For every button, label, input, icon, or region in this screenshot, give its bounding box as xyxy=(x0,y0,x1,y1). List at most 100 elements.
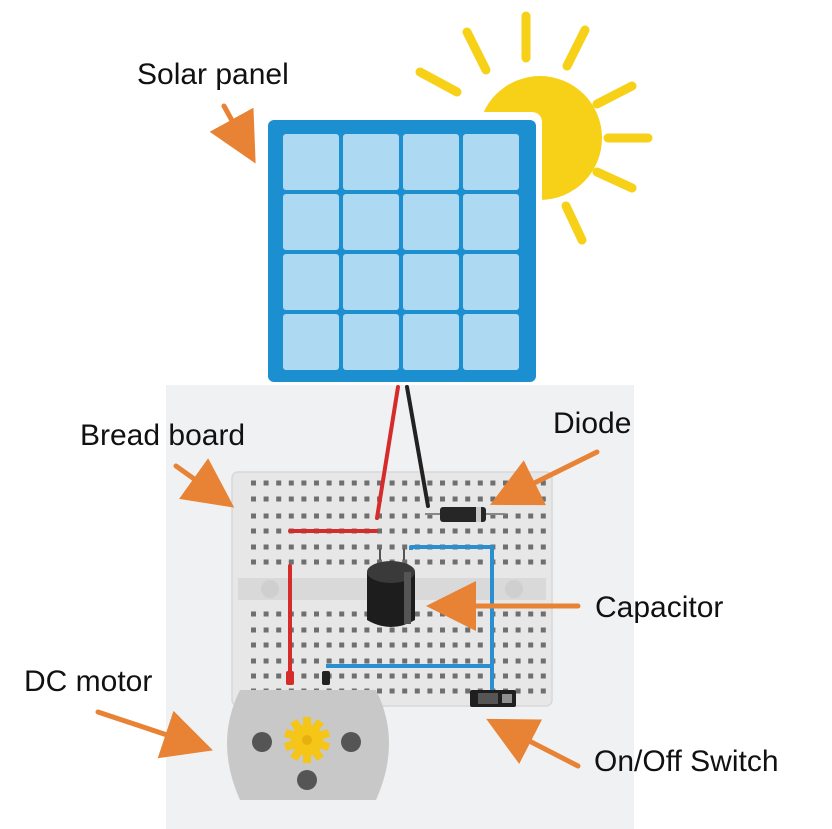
breadboard-hole xyxy=(263,627,269,633)
solar-cell xyxy=(463,134,519,190)
breadboard-hole xyxy=(339,611,345,617)
breadboard-hole xyxy=(477,611,483,617)
breadboard-hole xyxy=(402,528,408,534)
breadboard-hole xyxy=(301,673,307,679)
breadboard-hole xyxy=(301,559,307,565)
breadboard-hole xyxy=(276,627,282,633)
breadboard-hole xyxy=(389,688,395,694)
breadboard-hole xyxy=(528,528,534,534)
black-wire-panel xyxy=(405,385,430,508)
breadboard-hole xyxy=(389,480,395,486)
breadboard-hole xyxy=(452,496,458,502)
breadboard-hole xyxy=(452,627,458,633)
breadboard-hole xyxy=(288,496,294,502)
breadboard-hole xyxy=(440,642,445,648)
breadboard-hole xyxy=(440,673,445,679)
breadboard-hole xyxy=(276,673,282,679)
breadboard-hole xyxy=(301,658,307,664)
breadboard-hole xyxy=(351,627,357,633)
breadboard-hole xyxy=(414,528,420,534)
breadboard-hole xyxy=(515,513,521,519)
breadboard-hole xyxy=(515,544,521,550)
breadboard-hole xyxy=(540,496,546,502)
solar-cell xyxy=(283,314,339,370)
breadboard-hole xyxy=(251,544,256,550)
arrow-bread-board xyxy=(173,458,235,508)
breadboard-hole xyxy=(339,496,345,502)
breadboard-hole xyxy=(452,559,458,565)
solar-panel-icon xyxy=(262,112,542,386)
arrow-dc-motor xyxy=(95,709,213,759)
solar-cell xyxy=(403,194,459,250)
breadboard-hole xyxy=(515,658,521,664)
breadboard-hole xyxy=(402,559,408,565)
breadboard-hole xyxy=(326,513,332,519)
breadboard-hole xyxy=(503,559,508,565)
solar-cell xyxy=(463,194,519,250)
switch-component xyxy=(470,690,516,707)
breadboard-hole xyxy=(314,496,319,502)
breadboard-hole xyxy=(465,673,471,679)
breadboard-hole xyxy=(540,688,546,694)
breadboard-hole xyxy=(440,496,445,502)
breadboard-hole xyxy=(276,559,282,565)
breadboard-hole xyxy=(377,658,382,664)
breadboard-hole xyxy=(364,513,370,519)
breadboard-hole xyxy=(301,480,307,486)
breadboard-hole xyxy=(276,480,282,486)
breadboard-hole xyxy=(477,480,483,486)
breadboard-hole xyxy=(301,627,307,633)
breadboard-hole xyxy=(528,496,534,502)
breadboard-hole xyxy=(528,658,534,664)
breadboard-hole xyxy=(276,658,282,664)
breadboard-hole xyxy=(389,528,395,534)
breadboard-hole xyxy=(377,559,382,565)
solar-cell xyxy=(343,134,399,190)
breadboard-hole xyxy=(301,513,307,519)
breadboard-hole xyxy=(276,544,282,550)
bread-board-label: Bread board xyxy=(80,419,246,452)
breadboard-hole xyxy=(389,513,395,519)
breadboard-hole xyxy=(414,688,420,694)
blue-wire-top xyxy=(409,545,494,690)
breadboard-hole xyxy=(477,559,483,565)
breadboard-hole xyxy=(402,688,408,694)
breadboard-hole xyxy=(251,673,256,679)
breadboard-hole xyxy=(301,611,307,617)
breadboard-hole xyxy=(263,658,269,664)
breadboard-hole xyxy=(528,611,534,617)
breadboard-hole xyxy=(314,673,319,679)
breadboard-hole xyxy=(251,513,256,519)
breadboard-hole xyxy=(351,559,357,565)
breadboard-hole xyxy=(402,673,408,679)
breadboard-hole xyxy=(540,513,546,519)
breadboard-hole xyxy=(263,544,269,550)
breadboard-hole xyxy=(427,627,433,633)
breadboard-hole xyxy=(452,673,458,679)
breadboard-hole xyxy=(364,480,370,486)
breadboard-hole xyxy=(351,544,357,550)
breadboard-hole xyxy=(465,496,471,502)
solar-cell xyxy=(283,254,339,310)
breadboard-hole xyxy=(528,544,534,550)
solar-cell xyxy=(343,314,399,370)
breadboard-hole xyxy=(452,658,458,664)
breadboard-hole xyxy=(263,480,269,486)
breadboard-hole xyxy=(351,642,357,648)
breadboard-hole xyxy=(515,642,521,648)
breadboard-hole xyxy=(263,642,269,648)
breadboard-hole xyxy=(477,658,483,664)
breadboard-hole xyxy=(503,528,508,534)
solar-panel-label: Solar panel xyxy=(137,58,289,91)
breadboard-hole xyxy=(377,480,382,486)
breadboard-hole xyxy=(326,627,332,633)
breadboard-hole xyxy=(364,544,370,550)
breadboard-hole xyxy=(503,480,508,486)
breadboard-hole xyxy=(452,688,458,694)
breadboard-hole xyxy=(515,611,521,617)
breadboard-hole xyxy=(490,513,496,519)
breadboard-hole xyxy=(540,627,546,633)
breadboard-hole xyxy=(351,611,357,617)
breadboard-hole xyxy=(452,480,458,486)
breadboard-hole xyxy=(339,559,345,565)
